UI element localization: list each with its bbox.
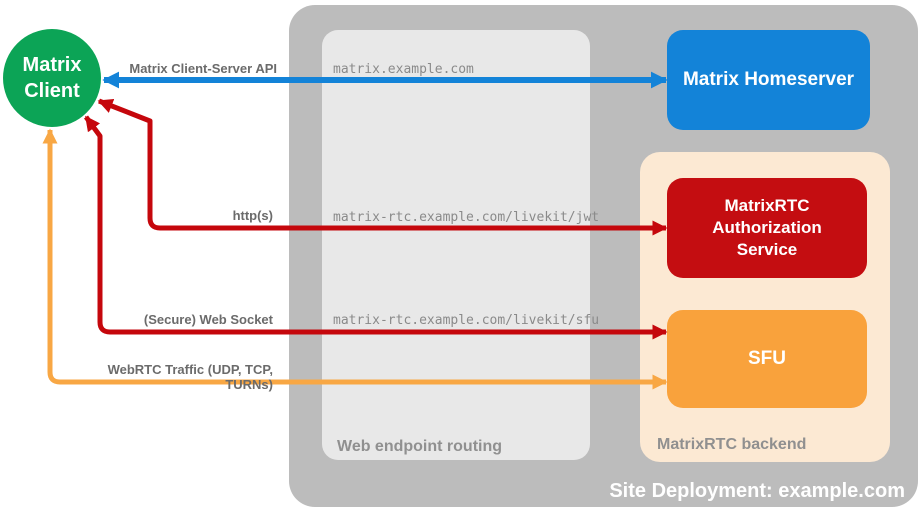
site-deployment-label: Site Deployment: example.com [609, 480, 905, 502]
client-server-api-arrow-label: Matrix Client-Server API [129, 61, 277, 76]
matrix-client-label-line2: Client [24, 80, 80, 102]
endpoint-matrix-example-com: matrix.example.com [333, 62, 474, 77]
matrixrtc-authorization-service-node: MatrixRTC Authorization Service [667, 178, 867, 278]
auth-service-label-line2: Authorization [712, 218, 822, 237]
web-endpoint-routing-container [322, 30, 590, 460]
auth-service-label-line3: Service [736, 240, 798, 259]
matrixrtc-backend-label: MatrixRTC backend [657, 436, 807, 453]
web-endpoint-routing-label: Web endpoint routing [337, 438, 503, 455]
sfu-label: SFU [748, 348, 786, 369]
websocket-arrow-label: (Secure) Web Socket [143, 312, 273, 327]
sfu-node: SFU [667, 310, 867, 408]
webrtc-traffic-arrow-label: WebRTC Traffic (UDP, TCP, TURNs) [107, 362, 273, 392]
auth-service-label-line1: MatrixRTC [724, 196, 810, 215]
matrix-homeserver-node: Matrix Homeserver [667, 30, 870, 130]
endpoint-livekit-sfu: matrix-rtc.example.com/livekit/sfu [333, 313, 600, 328]
matrix-client-node: Matrix Client [3, 29, 101, 127]
matrix-client-label-line1: Matrix [22, 54, 82, 76]
https-arrow-label: http(s) [232, 208, 273, 223]
endpoint-livekit-jwt: matrix-rtc.example.com/livekit/jwt [333, 210, 600, 225]
matrix-homeserver-label: Matrix Homeserver [682, 69, 855, 90]
